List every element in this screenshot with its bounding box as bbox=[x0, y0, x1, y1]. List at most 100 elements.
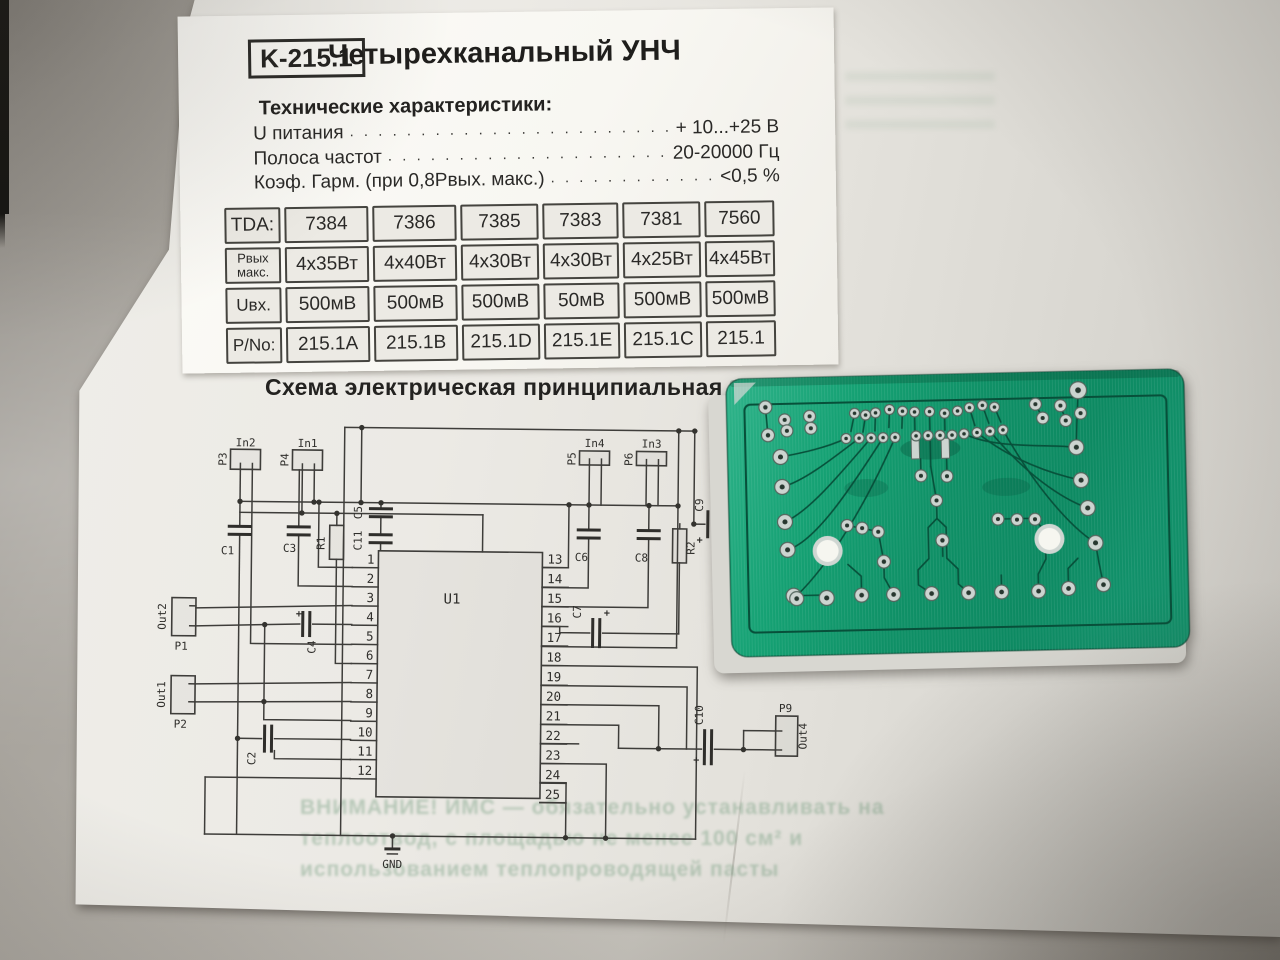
pcb-pad-hole bbox=[845, 523, 850, 528]
table-row-header: Рвых макс. bbox=[224, 247, 282, 284]
table-cell: 4x45Вт bbox=[704, 240, 776, 278]
pin-number: 24 bbox=[545, 767, 560, 782]
table-cell: 7381 bbox=[622, 201, 701, 239]
junction-dot bbox=[234, 735, 241, 742]
junction-dot bbox=[378, 500, 384, 506]
table-cell: 215.1E bbox=[543, 322, 621, 360]
pin-number: 18 bbox=[546, 650, 561, 665]
table-cell: 7383 bbox=[542, 202, 619, 240]
ic-u1-label: U1 bbox=[443, 591, 460, 607]
junction-dot bbox=[566, 502, 572, 508]
table-cell: 500мВ bbox=[373, 284, 458, 322]
title-sheet: K-215.1 Четырехканальный УНЧ Технические… bbox=[177, 7, 839, 374]
label-c9-plus: + bbox=[697, 535, 703, 546]
pcb-pad-hole bbox=[1033, 402, 1038, 407]
pcb-smd-pad bbox=[910, 438, 921, 460]
junction-dot bbox=[237, 498, 243, 505]
junction-dot bbox=[646, 502, 652, 509]
pcb-pad-hole bbox=[881, 559, 887, 564]
label-in2: In2 bbox=[236, 436, 256, 449]
label-out2: Out2 bbox=[156, 603, 169, 630]
pcb-pad-hole bbox=[785, 547, 791, 553]
pcb-pad-hole bbox=[999, 589, 1005, 595]
pcb-pad-hole bbox=[1085, 505, 1091, 511]
label-c7-plus: + bbox=[604, 608, 610, 619]
pcb-board bbox=[708, 368, 1191, 674]
pin-number: 20 bbox=[546, 689, 561, 704]
pcb-pad-hole bbox=[1032, 517, 1038, 522]
pcb-pad-hole bbox=[873, 411, 878, 415]
table-cell: 500мВ bbox=[705, 280, 776, 318]
label-p9: P9 bbox=[779, 702, 792, 715]
pcb-pad-hole bbox=[1073, 444, 1079, 450]
junction-dot bbox=[586, 502, 592, 508]
label-p3: P3 bbox=[216, 452, 229, 465]
pcb-pad-hole bbox=[807, 414, 812, 419]
table-cell: 4x40Вт bbox=[372, 244, 458, 282]
label-c8: C8 bbox=[635, 551, 648, 564]
pcb-pad-hole bbox=[1092, 540, 1099, 546]
pcb-pad-hole bbox=[955, 409, 960, 413]
pin-number: 16 bbox=[547, 610, 562, 625]
label-c7: C7 bbox=[571, 605, 584, 618]
pcb-pad-hole bbox=[927, 409, 932, 414]
spec-value: <0,5 % bbox=[719, 165, 780, 188]
label-c2: C2 bbox=[245, 752, 258, 765]
pin-number: 4 bbox=[366, 609, 374, 624]
junction-dot bbox=[602, 835, 609, 841]
pcb-pad-hole bbox=[942, 411, 947, 416]
bleed-line: ВНИМАНИЕ! ИМС — обязательно устанавливат… bbox=[300, 796, 885, 819]
specs-list: U питания. . . . . . . . . . . . . . . .… bbox=[253, 116, 780, 197]
pin-number: 1 bbox=[367, 552, 375, 567]
kit-title: Четырехканальный УНЧ bbox=[327, 34, 682, 72]
pcb-pad-hole bbox=[1066, 586, 1071, 591]
pcb-border-trace bbox=[743, 394, 1173, 634]
pin-number: 13 bbox=[547, 552, 562, 567]
table-cell: 4x25Вт bbox=[622, 241, 702, 279]
pcb-trace bbox=[786, 436, 884, 551]
pin-number: 12 bbox=[357, 763, 372, 778]
table-cell: 7560 bbox=[704, 200, 775, 238]
spec-label: Полоса частот bbox=[253, 146, 382, 170]
pcb-pad-hole bbox=[891, 592, 897, 597]
junction-dot bbox=[676, 428, 682, 434]
connector-p2 bbox=[169, 674, 197, 715]
pcb-assembly bbox=[704, 360, 1211, 681]
pin-number: 6 bbox=[366, 648, 374, 663]
pcb-trace bbox=[1002, 429, 1097, 544]
table-cell: 4x30Вт bbox=[542, 242, 620, 280]
pcb-pad-hole bbox=[967, 405, 972, 410]
pcb-pad-hole bbox=[893, 435, 897, 440]
pin-number: 21 bbox=[546, 708, 561, 723]
label-p6: P6 bbox=[622, 453, 635, 466]
spec-value: + 10...+25 В bbox=[675, 116, 780, 139]
pcb-pad-hole bbox=[988, 429, 992, 434]
pcb-pad-hole bbox=[784, 428, 789, 433]
junction-dot bbox=[262, 621, 268, 628]
pcb-pad-hole bbox=[938, 433, 942, 438]
label-out1: Out1 bbox=[155, 681, 168, 708]
label-c10: C10 bbox=[693, 705, 706, 725]
pin-number: 22 bbox=[546, 728, 561, 743]
table-cell: 215.1B bbox=[373, 324, 459, 362]
pcb-trace bbox=[784, 437, 872, 523]
label-p5: P5 bbox=[565, 452, 578, 465]
pcb-pad-hole bbox=[940, 538, 945, 543]
pcb-pad-hole bbox=[777, 454, 784, 460]
junction-dot bbox=[261, 698, 267, 705]
label-p4: P4 bbox=[278, 453, 291, 467]
label-in4: In4 bbox=[585, 437, 605, 450]
pcb-pad-hole bbox=[918, 473, 924, 478]
bleed-through-text: ВНИМАНИЕ! ИМС — обязательно устанавливат… bbox=[300, 792, 900, 885]
pin-number: 8 bbox=[365, 686, 373, 701]
pcb-pad-hole bbox=[779, 484, 785, 490]
label-c4: C4 bbox=[305, 640, 318, 654]
pcb-pad-hole bbox=[859, 592, 865, 598]
capacitors bbox=[227, 507, 717, 766]
pcb-pad-hole bbox=[824, 595, 830, 601]
pin-number: 14 bbox=[547, 571, 562, 586]
